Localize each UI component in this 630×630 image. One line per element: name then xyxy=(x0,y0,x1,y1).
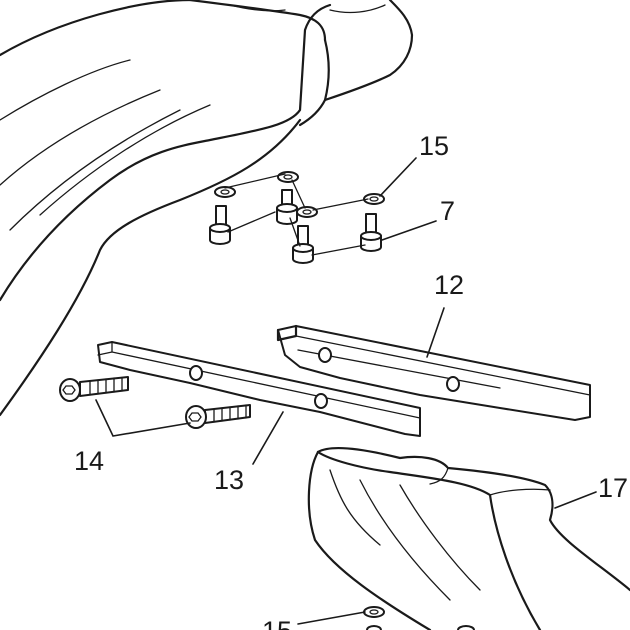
leader-15-bottom xyxy=(297,611,366,625)
mounting-hole xyxy=(318,347,332,363)
connector-line xyxy=(312,198,369,211)
bracket-13 xyxy=(97,341,421,437)
long-bolts xyxy=(59,376,251,429)
callout-14: 14 xyxy=(74,446,104,476)
washer xyxy=(214,186,236,198)
cap-screws xyxy=(209,173,382,264)
leader-17 xyxy=(554,491,597,509)
leader-14 xyxy=(95,399,191,437)
washer xyxy=(296,206,318,218)
mounting-hole xyxy=(314,393,328,409)
cap-screw xyxy=(209,205,231,245)
washers-top xyxy=(214,171,385,218)
mounting-hole xyxy=(446,376,460,392)
cap-screw xyxy=(360,213,382,252)
washer-hole xyxy=(369,609,379,615)
cover-17 xyxy=(307,447,630,630)
leader-15-top xyxy=(379,157,417,197)
callout-15-bottom: 15 xyxy=(262,616,292,630)
callout-12: 12 xyxy=(434,270,464,300)
connector-line xyxy=(291,179,306,209)
washer-hole xyxy=(369,196,379,202)
washer xyxy=(363,606,385,618)
leader-12 xyxy=(426,307,445,358)
screw-head xyxy=(366,625,382,630)
callout-17: 17 xyxy=(598,473,628,503)
connector-line xyxy=(227,211,276,233)
callout-15-top: 15 xyxy=(419,131,449,161)
washer xyxy=(457,625,475,630)
cap-screw xyxy=(276,189,298,225)
leader-lines xyxy=(95,157,597,625)
long-bolt xyxy=(59,376,129,402)
cap-screw xyxy=(292,225,314,264)
callout-13: 13 xyxy=(214,465,244,495)
callout-7: 7 xyxy=(440,196,455,226)
connector-line xyxy=(224,173,286,189)
leader-7 xyxy=(381,220,437,241)
connector-line xyxy=(311,244,366,256)
callouts: 15 7 12 13 14 17 15 xyxy=(74,131,628,630)
leader-13 xyxy=(252,411,284,465)
washer-hole xyxy=(302,209,312,215)
long-bolt xyxy=(185,404,251,429)
washer-hole xyxy=(283,174,293,180)
connector-line xyxy=(289,217,301,247)
washer xyxy=(363,193,385,205)
washer xyxy=(277,171,299,183)
fender-panel xyxy=(0,0,414,417)
washer-hole xyxy=(220,189,230,195)
bracket-12 xyxy=(276,324,591,421)
mounting-hole xyxy=(189,365,203,381)
washer-bottom xyxy=(363,606,475,630)
